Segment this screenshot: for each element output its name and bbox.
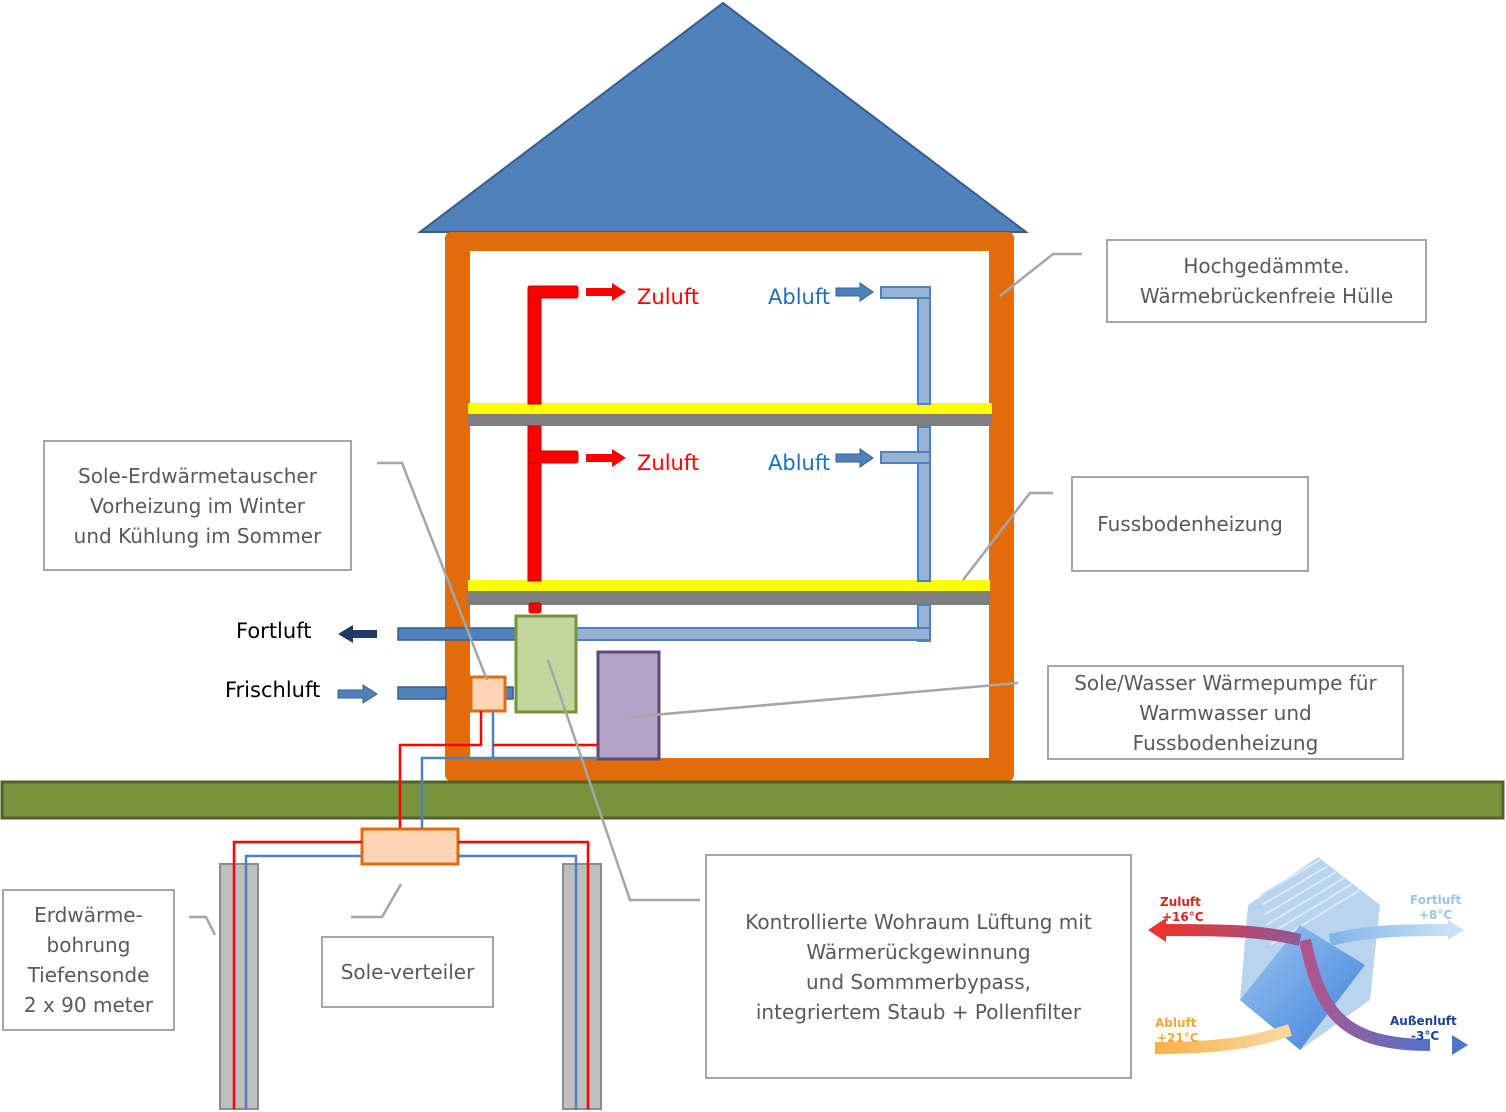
fortluft-arrow xyxy=(338,625,377,643)
callout-heat-pump: Sole/Wasser Wärmepumpe für Warmwasser un… xyxy=(1047,665,1404,760)
floor-slab-upper-base xyxy=(468,414,992,426)
hx-aussenluft-temp: -3°C xyxy=(1411,1029,1439,1043)
borehole-right xyxy=(562,863,602,1110)
hx-fortluft-temp: +8°C xyxy=(1419,908,1452,922)
callout-brine-distributor: Sole-verteiler xyxy=(321,936,494,1008)
hx-zuluft-temp: +16°C xyxy=(1162,910,1204,924)
frischluft-arrow xyxy=(337,684,378,704)
hx-aussenluft-name: Außenluft xyxy=(1390,1014,1457,1028)
brine-pipes-house xyxy=(398,711,598,846)
exhaust-duct xyxy=(575,286,931,642)
callout-controlled-ventilation: Kontrollierte Wohraum Lüftung mit Wärmer… xyxy=(705,854,1132,1079)
hx-fortluft-name: Fortluft xyxy=(1410,893,1461,907)
fortluft-label: Fortluft xyxy=(236,619,311,643)
roof xyxy=(417,1,1029,233)
frischluft-label: Frischluft xyxy=(225,678,320,702)
floor-upper-supply-label: Zuluft xyxy=(637,285,699,309)
hx-abluft-name: Abluft xyxy=(1155,1016,1197,1030)
callout-geothermal-borehole: Erdwärme- bohrung Tiefensonde 2 x 90 met… xyxy=(2,889,175,1031)
brine-pipes-ground xyxy=(232,840,590,1109)
floor-slab-lower xyxy=(468,580,990,591)
ventilation-unit xyxy=(514,614,578,714)
hx-abluft-temp: +21°C xyxy=(1157,1031,1199,1045)
sole-distributor xyxy=(360,827,460,866)
sole-heat-exchanger xyxy=(469,675,507,713)
exhaust-arrows xyxy=(835,282,874,468)
floor-slab-upper xyxy=(468,403,992,414)
floor-lower-exhaust-label: Abluft xyxy=(768,451,830,475)
callout-floor-heating: Fussbodenheizung xyxy=(1071,476,1309,572)
borehole-left xyxy=(219,863,259,1110)
heat-exchanger-illustration xyxy=(1146,857,1470,1064)
heat-pump xyxy=(596,650,661,761)
ground-line xyxy=(0,780,1505,820)
floor-lower-supply-label: Zuluft xyxy=(637,451,699,475)
floor-slab-lower-base xyxy=(468,591,990,605)
floor-upper-exhaust-label: Abluft xyxy=(768,285,830,309)
supply-arrows xyxy=(586,283,626,467)
callout-ground-heat-exchanger: Sole-Erdwärmetauscher Vorheizung im Wint… xyxy=(43,440,352,571)
callout-leaders xyxy=(189,252,1082,936)
callout-insulated-envelope: Hochgedämmte. Wärmebrückenfreie Hülle xyxy=(1106,239,1427,323)
hx-zuluft-name: Zuluft xyxy=(1160,895,1201,909)
supply-duct xyxy=(527,285,579,614)
